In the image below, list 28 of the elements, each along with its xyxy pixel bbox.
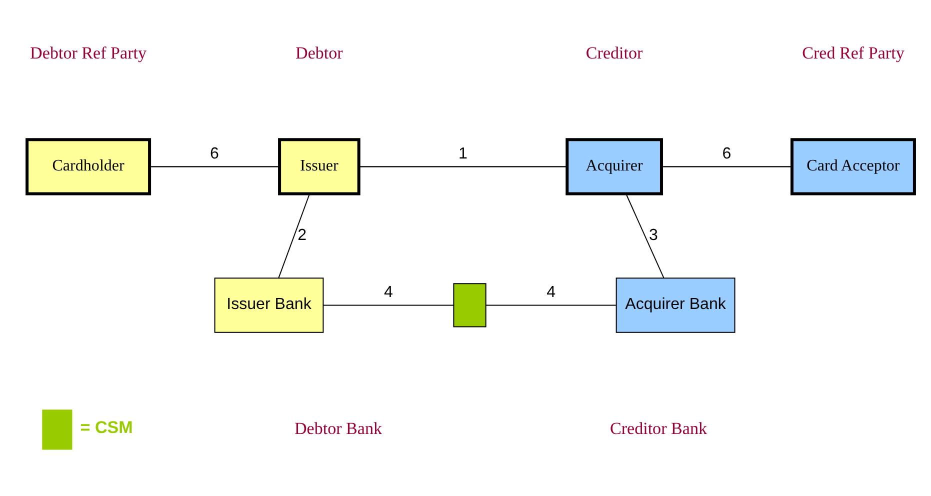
edge-label: 6 (210, 144, 219, 162)
edge-label: 2 (297, 226, 306, 244)
connector (278, 194, 310, 278)
node-box: Issuer Bank (214, 278, 324, 333)
connector (322, 304, 453, 306)
edge-label: 6 (722, 144, 731, 162)
label: Creditor (585, 43, 642, 62)
connector (661, 166, 792, 168)
legend-label: = CSM (80, 418, 132, 437)
connector (625, 194, 664, 278)
label: Debtor Ref Party (30, 43, 146, 62)
node-box: Card Acceptor (790, 138, 916, 196)
node-box: Issuer (278, 138, 360, 196)
edge-label: 3 (648, 226, 658, 244)
label: Debtor (295, 43, 342, 62)
label: Creditor Bank (609, 418, 707, 438)
node-box: Acquirer Bank (615, 278, 735, 333)
edge-label: 1 (458, 144, 467, 162)
edge-label: 4 (546, 282, 556, 301)
connector (149, 166, 279, 168)
edge-label: 4 (383, 282, 392, 301)
connector (358, 166, 567, 168)
connector (485, 304, 616, 306)
node-box (452, 283, 486, 328)
label: Cred Ref Party (802, 43, 904, 62)
node-box: Cardholder (25, 138, 151, 196)
node-box: Acquirer (565, 138, 662, 196)
label: Debtor Bank (294, 418, 382, 438)
